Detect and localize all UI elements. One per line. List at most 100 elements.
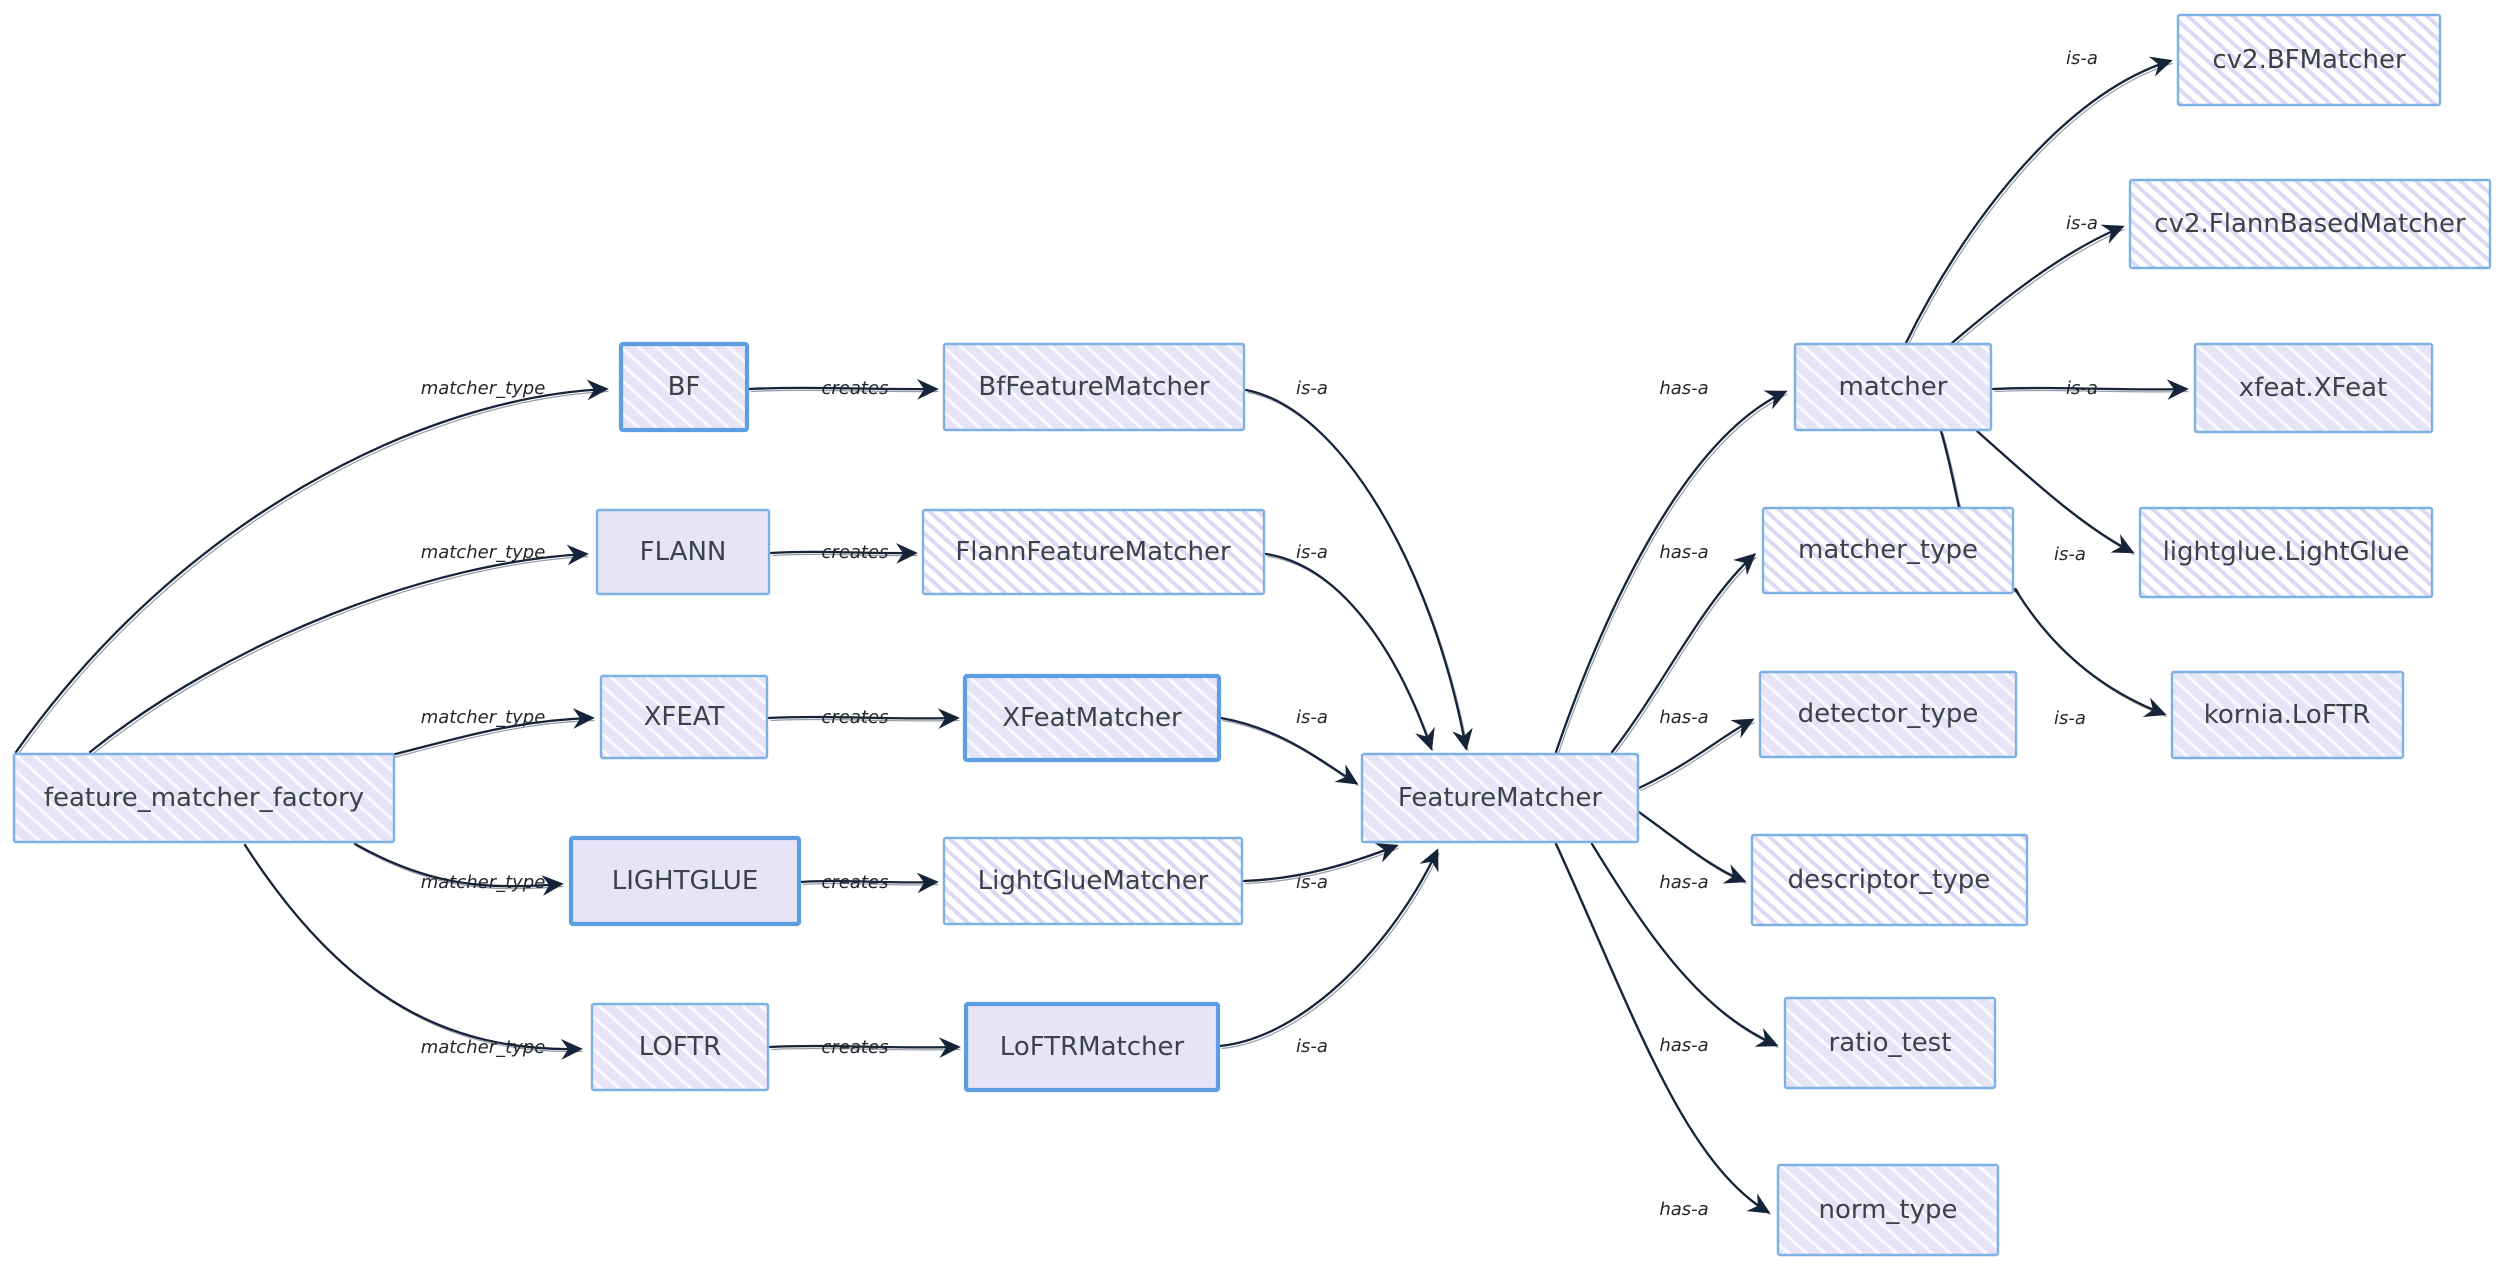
node-flann-feature-matcher[interactable]: FlannFeatureMatcher <box>921 508 1266 596</box>
edge-featurematcher-matcher <box>1554 390 1788 754</box>
edge-label-lightgluematcher-isa: is-a <box>1296 872 1328 893</box>
node-xfeat-matcher[interactable]: XFeatMatcher <box>962 673 1222 763</box>
node-loftr-matcher-box <box>963 1001 1221 1093</box>
node-cv2-bfmatcher-label: cv2.BFMatcher <box>2212 45 2406 75</box>
node-feature-matcher-factory-box <box>12 752 396 844</box>
node-cv2-bfmatcher[interactable]: cv2.BFMatcher <box>2176 13 2442 107</box>
node-feature-matcher[interactable]: FeatureMatcher <box>1360 752 1640 844</box>
node-cv2-bfmatcher-box <box>2176 13 2442 107</box>
node-cv2-flannbasedmatcher-label: cv2.FlannBasedMatcher <box>2154 209 2466 239</box>
node-kornia-loftr-box <box>2170 670 2405 760</box>
node-kornia-loftr[interactable]: kornia.LoFTR <box>2170 670 2405 760</box>
edge-featurematcher-matchertype <box>1613 556 1757 756</box>
node-loftr[interactable]: LOFTR <box>590 1002 770 1092</box>
edge-matcher-cv2flannbasedmatcher <box>1950 224 2125 345</box>
edge-matcher-lightgluelightglue <box>1975 429 2135 554</box>
edge-xfeatmatcher-featurematcher <box>1219 716 1359 785</box>
node-lightglue-lightglue[interactable]: lightglue.LightGlue <box>2138 506 2434 599</box>
node-detector-type[interactable]: detector_type <box>1758 670 2018 759</box>
edge-label-factory-flann: matcher_type <box>421 542 546 563</box>
node-descriptor-type-label: descriptor_type <box>1788 865 1991 895</box>
node-flann-box <box>595 508 771 596</box>
edge-xfeatmatcher-featurematcher <box>1222 719 1359 787</box>
edge-bf-bfmatcher <box>750 389 939 393</box>
node-xfeat-box <box>599 674 769 760</box>
edge-label-loftr-creates: creates <box>822 1037 889 1058</box>
edge-matcher-cv2bfmatcher <box>1904 56 2173 345</box>
edge-matcher-cv2bfmatcher <box>1907 62 2173 347</box>
node-bf-feature-matcher-box <box>942 342 1246 432</box>
edge-label-hasa-matcher: has-a <box>1659 378 1708 399</box>
node-cv2-flannbasedmatcher[interactable]: cv2.FlannBasedMatcher <box>2128 178 2492 270</box>
edge-label-isa-lightgluelightglue: is-a <box>2054 544 2086 565</box>
node-descriptor-type[interactable]: descriptor_type <box>1750 833 2029 927</box>
node-feature-matcher-box <box>1360 752 1640 844</box>
node-detector-type-box <box>1758 670 2018 759</box>
edge-factory-flann <box>91 555 589 756</box>
edge-label-isa-cv2flannbasedmatcher: is-a <box>2066 213 2098 234</box>
node-loftr-matcher-label: LoFTRMatcher <box>1000 1032 1185 1062</box>
edge-label-isa-cv2bfmatcher: is-a <box>2066 48 2098 69</box>
node-matcher-type[interactable]: matcher_type <box>1761 506 2015 595</box>
edge-label-flann-creates: creates <box>822 542 889 563</box>
edge-label-factory-xfeat: matcher_type <box>421 707 546 728</box>
node-norm-type[interactable]: norm_type <box>1776 1163 2000 1257</box>
node-matcher-type-label: matcher_type <box>1798 535 1978 565</box>
node-lightglue-box <box>568 835 802 927</box>
edge-factory-loftr <box>243 843 583 1060</box>
node-bf-feature-matcher-label: BfFeatureMatcher <box>978 372 1210 402</box>
edge-label-lightglue-creates: creates <box>822 872 889 893</box>
edge-matcher-cv2flannbasedmatcher <box>1953 228 2125 347</box>
node-cv2-flannbasedmatcher-box <box>2128 178 2492 270</box>
node-xfeat-xfeat[interactable]: xfeat.XFeat <box>2193 342 2434 434</box>
node-xfeat[interactable]: XFEAT <box>599 674 769 760</box>
node-flann[interactable]: FLANN <box>595 508 771 596</box>
node-flann-feature-matcher-label: FlannFeatureMatcher <box>955 537 1231 567</box>
edge-matcher-kornialoftr-start <box>1942 432 1962 511</box>
node-bf[interactable]: BF <box>618 341 750 433</box>
edge-bfmatcher-featurematcher <box>1244 388 1473 751</box>
node-norm-type-label: norm_type <box>1818 1195 1957 1225</box>
node-lightglue-matcher[interactable]: LightGlueMatcher <box>942 836 1244 926</box>
node-bf-box <box>618 341 750 433</box>
edge-loftrmatcher-featurematcher <box>1221 852 1440 1050</box>
edge-matcher-kornialoftr-start <box>1939 429 1961 509</box>
node-kornia-loftr-label: kornia.LoFTR <box>2204 700 2371 730</box>
edge-matcher-kornialoftr-end <box>2018 593 2167 718</box>
edge-lightgluematcher-featurematcher <box>1242 843 1399 883</box>
node-ratio-test[interactable]: ratio_test <box>1783 996 1997 1090</box>
edge-lightglue-lightgluematcher <box>799 872 939 894</box>
node-layer: feature_matcher_factory BF FLANN XFEAT L… <box>12 13 2492 1257</box>
node-matcher[interactable]: matcher <box>1793 342 1993 432</box>
edge-matcher-kornialoftr-end <box>2015 590 2167 718</box>
edge-loftr-loftrmatcher <box>771 1047 961 1051</box>
edge-flann-flannmatcher <box>769 543 918 564</box>
edge-label-isa-kornialoftr: is-a <box>2054 708 2086 729</box>
node-lightglue[interactable]: LIGHTGLUE <box>568 835 802 927</box>
edge-factory-bf <box>14 379 609 754</box>
edge-matcher-xfeatxfeat <box>1991 379 2189 401</box>
edge-featurematcher-matcher <box>1557 393 1788 756</box>
node-lightglue-lightglue-label: lightglue.LightGlue <box>2163 537 2410 567</box>
edge-factory-flann <box>88 544 589 754</box>
edge-label-xfeatmatcher-isa: is-a <box>1296 707 1328 728</box>
edge-featurematcher-detectortype <box>1637 718 1755 790</box>
node-ratio-test-label: ratio_test <box>1829 1028 1952 1058</box>
edge-label-isa-xfeatxfeat: is-a <box>2066 378 2098 399</box>
node-loftr-matcher[interactable]: LoFTRMatcher <box>963 1001 1221 1093</box>
node-flann-label: FLANN <box>640 537 727 567</box>
edge-label-flannmatcher-isa: is-a <box>1296 542 1328 563</box>
edge-featurematcher-normtype <box>1554 842 1771 1214</box>
node-bf-label: BF <box>668 372 701 402</box>
edge-label-hasa-ratiotest: has-a <box>1659 1035 1708 1056</box>
edge-label-hasa-normtype: has-a <box>1659 1199 1708 1220</box>
edge-factory-lightglue <box>356 845 564 890</box>
node-feature-matcher-factory[interactable]: feature_matcher_factory <box>12 752 396 844</box>
node-xfeat-xfeat-label: xfeat.XFeat <box>2239 373 2387 403</box>
node-norm-type-box <box>1776 1163 2000 1257</box>
node-bf-feature-matcher[interactable]: BfFeatureMatcher <box>942 342 1246 432</box>
edge-label-loftrmatcher-isa: is-a <box>1296 1036 1328 1057</box>
edge-label-factory-lightglue: matcher_type <box>421 872 546 893</box>
